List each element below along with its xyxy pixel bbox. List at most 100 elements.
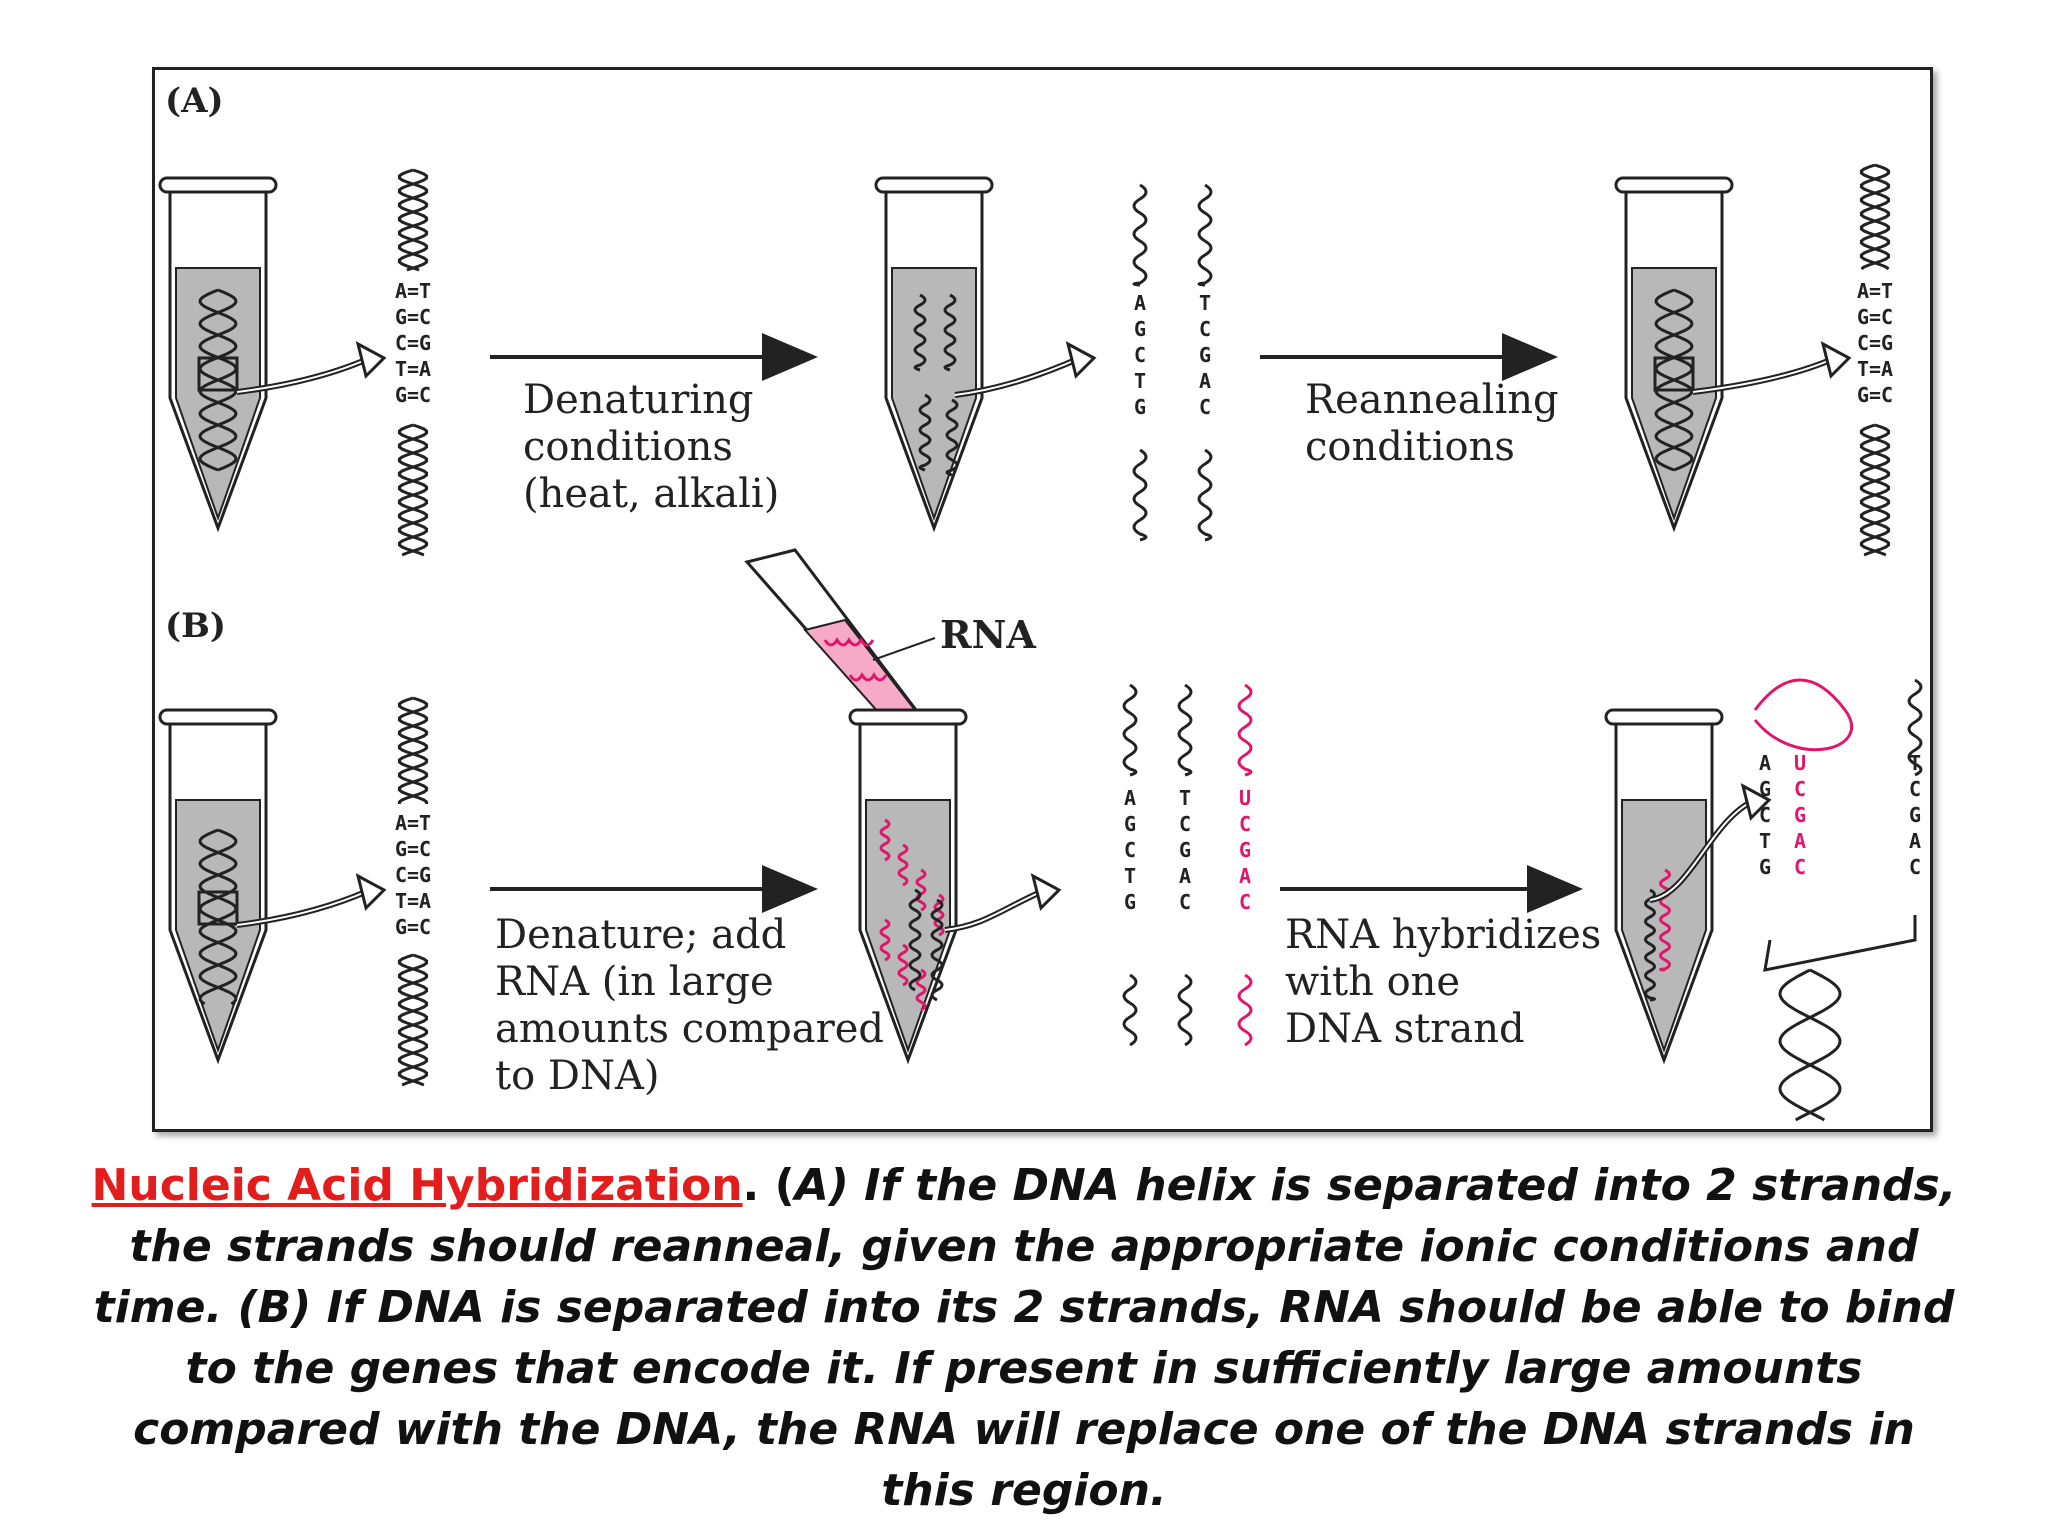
tube-a-strand-3 (918, 393, 932, 472)
zoom-arrow-b-start (197, 873, 387, 928)
step-b2-label: RNA hybridizes with one DNA strand (1285, 912, 1601, 1052)
tube-a-start (158, 176, 278, 533)
zoom-arrow-a-denatured (954, 341, 1097, 398)
helix-in-tube-a-reannealed (1654, 288, 1694, 472)
svg-text:to DNA): to DNA) (495, 1053, 659, 1099)
base-a-left-strand: A (1134, 291, 1146, 315)
strand-a-right-top (1197, 183, 1213, 287)
svg-text:conditions: conditions (523, 424, 733, 470)
tube-a-strand-2 (943, 293, 957, 372)
tube-b-rna-squiggle (879, 818, 891, 862)
tube-b-dna-strand-1 (908, 888, 922, 992)
svg-text:with one: with one (1285, 959, 1460, 1005)
base-pair-b-start: A=T (395, 811, 431, 835)
zoom-arrow-b-rna-added (944, 873, 1062, 933)
base-a-right-strand: C (1199, 395, 1211, 419)
strand-b-rna-top (1237, 683, 1253, 777)
strand-b-rna-bottom (1237, 973, 1253, 1047)
base-pair-a-start: C=G (395, 331, 431, 355)
base-b-left-strand: G (1124, 890, 1136, 914)
base-b-left-strand: G (1124, 812, 1136, 836)
base-pair-a-end: A=T (1857, 279, 1893, 303)
hybrid-rna-loop (1753, 678, 1853, 752)
svg-text:(heat, alkali): (heat, alkali) (523, 471, 779, 517)
tube-a-strand-4 (945, 398, 959, 477)
base-pair-a-start: G=C (395, 305, 431, 329)
tube-b-rna-squiggle (897, 943, 909, 987)
base-b-left-strand: A (1124, 786, 1136, 810)
base-hybrid-free: T (1909, 751, 1921, 775)
strand-a-left-top (1132, 183, 1148, 287)
base-b-mid-strand: C (1179, 812, 1191, 836)
base-pair-a-start: A=T (395, 279, 431, 303)
hybrid-free-strand-top (1907, 678, 1923, 777)
hybridization-diagram: (A) (B) Denaturing conditions (heat, alk… (158, 81, 1923, 1122)
tube-b-rna-squiggle (897, 843, 909, 887)
svg-text:Reannealing: Reannealing (1305, 377, 1559, 423)
base-hybrid-free: G (1909, 803, 1921, 827)
base-b-left-strand: T (1124, 864, 1136, 888)
base-a-left-strand: G (1134, 395, 1146, 419)
base-a-left-strand: C (1134, 343, 1146, 367)
caption-punctuation: . ( (742, 1160, 795, 1211)
strand-a-left-bottom (1132, 448, 1148, 542)
base-hybrid-free: A (1909, 829, 1921, 853)
base-b-rna-strand: C (1239, 812, 1251, 836)
separated-strands (879, 183, 1923, 1047)
base-hybrid-free: C (1909, 855, 1921, 879)
base-b-rna-strand: G (1239, 838, 1251, 862)
rna-tag-leader (872, 637, 936, 661)
base-hybrid-rna: U (1794, 751, 1806, 775)
base-hybrid-dna: T (1759, 829, 1771, 853)
rna-tag: RNA (940, 612, 1036, 657)
step-a2-label: Reannealing conditions (1305, 377, 1559, 470)
base-hybrid-rna: C (1794, 777, 1806, 801)
figure-caption: Nucleic Acid Hybridization. (A) If the D… (80, 1155, 1968, 1521)
panel-a-label: (A) (165, 81, 224, 121)
base-b-rna-strand: C (1239, 890, 1251, 914)
helix-in-tube-a-start (198, 288, 238, 472)
base-b-mid-strand: A (1179, 864, 1191, 888)
zoom-arrow-a-reannealed (1653, 341, 1852, 395)
base-a-right-strand: G (1199, 343, 1211, 367)
svg-text:amounts compared: amounts compared (495, 1006, 884, 1052)
strand-b-mid-bottom (1177, 973, 1193, 1047)
svg-text:RNA hybridizes: RNA hybridizes (1285, 912, 1601, 958)
zoom-arrows (197, 341, 1852, 933)
tube-b-rna-squiggle (879, 918, 891, 962)
tube-a-reannealed (1614, 176, 1734, 533)
base-hybrid-free: C (1909, 777, 1921, 801)
tube-b-hybrid-rna (1659, 868, 1671, 972)
base-pair-a-start: G=C (395, 383, 431, 407)
base-hybrid-dna: A (1759, 751, 1771, 775)
base-pair-a-end: T=A (1857, 357, 1893, 381)
svg-text:RNA (in large: RNA (in large (495, 959, 774, 1005)
strand-b-mid-top (1177, 683, 1193, 777)
base-pair-b-start: T=A (395, 889, 431, 913)
step-a1-label: Denaturing conditions (heat, alkali) (523, 377, 779, 517)
base-b-mid-strand: T (1179, 786, 1191, 810)
svg-text:conditions: conditions (1305, 424, 1515, 470)
base-a-right-strand: A (1199, 369, 1211, 393)
helix-a-end-bottom (1859, 423, 1891, 557)
hybrid-strand-junction (1763, 915, 1917, 972)
step-b1-label: Denature; add RNA (in large amounts comp… (495, 912, 884, 1099)
zoom-arrow-a-start (197, 341, 387, 395)
helix-a-end-top (1859, 163, 1891, 271)
base-pair-b-start: G=C (395, 837, 431, 861)
tube-b-dna-strand-2 (930, 898, 944, 1002)
svg-text:Denaturing: Denaturing (523, 377, 753, 423)
svg-text:Denature; add: Denature; add (495, 912, 786, 958)
helix-b-end-bottom (1778, 968, 1842, 1122)
base-pair-a-end: G=C (1857, 383, 1893, 407)
strand-a-right-bottom (1197, 448, 1213, 542)
base-b-left-strand: C (1124, 838, 1136, 862)
base-a-left-strand: G (1134, 317, 1146, 341)
helix-a-start-top (397, 168, 429, 272)
base-b-rna-strand: U (1239, 786, 1251, 810)
base-b-mid-strand: G (1179, 838, 1191, 862)
base-pair-b-start: C=G (395, 863, 431, 887)
helix-b-start-bottom (397, 953, 429, 1087)
base-pair-a-end: G=C (1857, 305, 1893, 329)
strand-b-left-bottom (1122, 973, 1138, 1047)
